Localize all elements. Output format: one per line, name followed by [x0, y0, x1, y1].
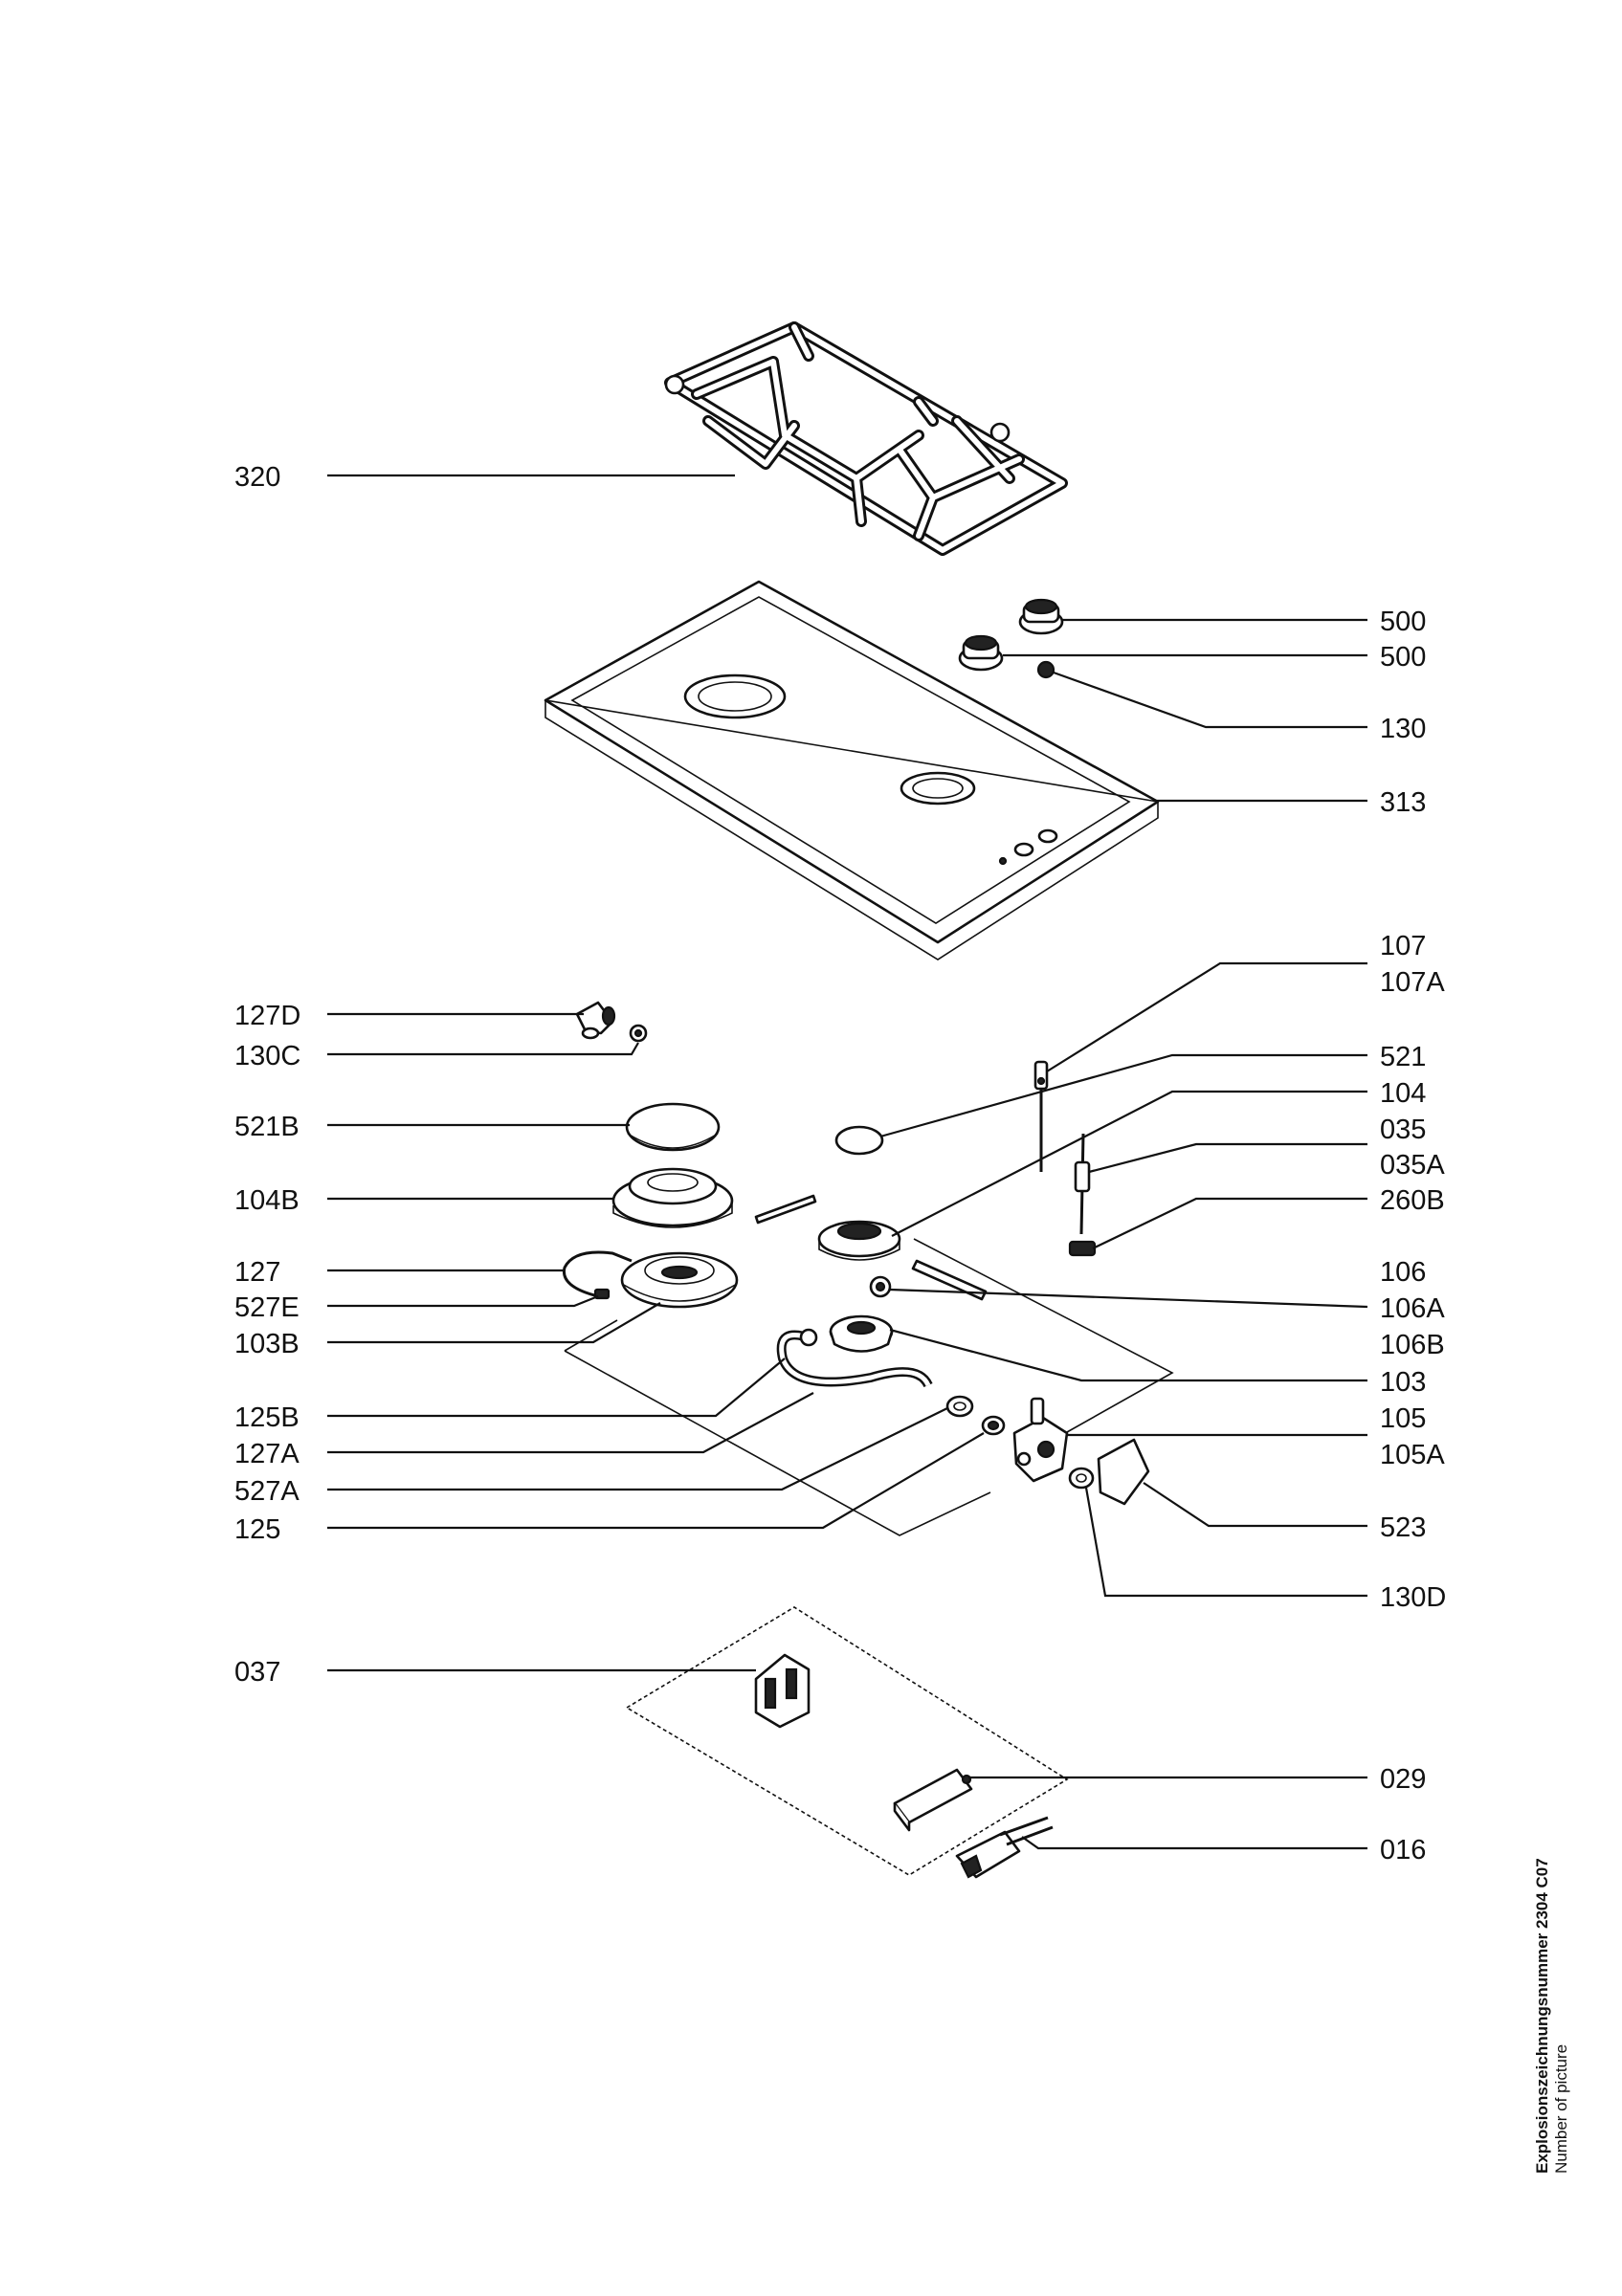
- elbow-connector: [575, 1001, 648, 1043]
- large-burner-cap: [625, 1102, 721, 1152]
- callout-125b: 125B: [234, 1402, 300, 1433]
- large-burner-crown: [611, 1167, 817, 1228]
- large-burner-base: [620, 1251, 739, 1309]
- callout-104: 104: [1380, 1078, 1426, 1109]
- picture-number-title: Explosionszeichnungsnummer 2304 C07: [1533, 1858, 1551, 2174]
- mounting-frame-upper: [564, 1238, 1174, 1536]
- callout-130c: 130C: [234, 1041, 300, 1071]
- callouts-right: 500 500 130 313 107 107A 521 104 035 035…: [1380, 607, 1446, 1866]
- callout-105: 105: [1380, 1403, 1426, 1434]
- callouts-left: 320 127D 130C 521B 104B 127 527E 103B 12…: [234, 462, 300, 1688]
- small-burner: [817, 1125, 901, 1261]
- callout-103: 103: [1380, 1367, 1426, 1398]
- callout-127: 127: [234, 1257, 280, 1288]
- callout-130: 130: [1380, 714, 1426, 744]
- callout-527a: 527A: [234, 1476, 300, 1507]
- callout-527e: 527E: [234, 1292, 300, 1323]
- callout-521: 521: [1380, 1042, 1426, 1072]
- gas-supply-tube: [776, 1328, 933, 1388]
- terminal-block: [754, 1653, 811, 1729]
- thermocouple-small: [1068, 1133, 1097, 1257]
- callout-127a: 127A: [234, 1439, 300, 1469]
- callout-500-a: 500: [1380, 607, 1426, 637]
- control-knobs: [958, 598, 1064, 679]
- pan-support-grate: [664, 321, 1068, 556]
- cable-connector: [955, 1816, 1054, 1879]
- spark-generator: [893, 1768, 973, 1832]
- callout-035: 035: [1380, 1115, 1426, 1145]
- callout-106a: 106A: [1380, 1293, 1445, 1324]
- callout-125: 125: [234, 1514, 280, 1545]
- gas-valve: [1012, 1397, 1069, 1483]
- callout-130d: 130D: [1380, 1582, 1446, 1613]
- callout-106: 106: [1380, 1257, 1426, 1288]
- callout-016: 016: [1380, 1835, 1426, 1866]
- small-burner-base: [829, 1314, 894, 1353]
- callout-107a: 107A: [1380, 967, 1445, 998]
- picture-number-subtitle: Number of picture: [1552, 2043, 1570, 2174]
- callout-035a: 035A: [1380, 1150, 1445, 1181]
- injector-pipe: [869, 1259, 988, 1301]
- callout-523: 523: [1380, 1512, 1426, 1543]
- callout-127d: 127D: [234, 1001, 300, 1031]
- callout-521b: 521B: [234, 1112, 300, 1142]
- callout-104b: 104B: [234, 1185, 300, 1216]
- callout-500-b: 500: [1380, 642, 1426, 673]
- callout-037: 037: [234, 1657, 280, 1688]
- hob-top-plate: [544, 580, 1160, 960]
- callout-103b: 103B: [234, 1329, 300, 1359]
- thermocouple-large: [562, 1250, 633, 1300]
- callout-106b: 106B: [1380, 1330, 1445, 1360]
- picture-number-caption: Explosionszeichnungsnummer 2304 C07 Numb…: [1533, 1858, 1571, 2174]
- ignition-electrode: [1033, 1060, 1049, 1172]
- valve-adaptor: [1068, 1438, 1150, 1506]
- callout-313: 313: [1380, 787, 1426, 818]
- electronics-tray: [626, 1606, 1069, 1876]
- callout-029: 029: [1380, 1764, 1426, 1795]
- nuts-seals: [945, 1395, 1006, 1436]
- callout-105a: 105A: [1380, 1440, 1445, 1470]
- leader-lines: [327, 474, 1368, 1850]
- callout-260b: 260B: [1380, 1185, 1445, 1216]
- callout-107: 107: [1380, 931, 1426, 961]
- callout-320: 320: [234, 462, 280, 493]
